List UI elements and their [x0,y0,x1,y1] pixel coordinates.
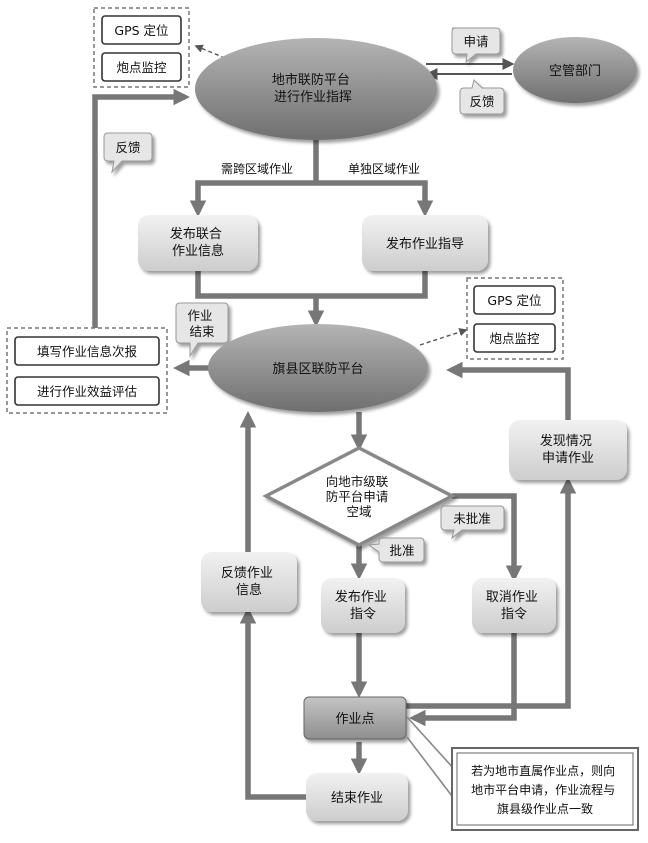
gun-mid-box[interactable] [473,323,556,353]
banner-platform-node[interactable] [208,324,428,412]
gun-top-label: 炮点监控 [116,60,167,75]
arrow-to-work-guide [316,180,434,217]
cancel-command-line-2: 指令 [501,607,527,622]
decision-line-2: 防平台申请 [326,489,389,504]
issue-command-label: 发布作业 指令 [335,589,391,622]
note-connector [406,716,456,801]
work-end-callout [175,302,229,358]
apply-label: 申请 [463,34,488,49]
found-apply-line-2: 申请作业 [542,451,594,466]
decision-line-3: 空域 [346,504,371,519]
work-end-label: 作业 结束 [188,308,217,339]
joint-info-label: 发布联合 作业信息 [170,226,226,259]
arrow-cancel-to-work-point [409,632,517,727]
decision-node[interactable] [262,446,456,547]
city-platform-line-2: 进行作业指挥 [274,90,352,105]
gun-top-box[interactable] [101,52,182,82]
work-guide-node[interactable] [362,215,488,271]
feedback-info-node[interactable] [201,552,297,612]
cancel-command-node[interactable] [472,578,556,633]
arrow-to-found-apply [405,477,577,709]
air-control-node[interactable] [513,37,637,103]
cross-region-label: 需跨区域作业 [221,162,293,176]
gps-mid-label: GPS 定位 [487,293,541,308]
feedback-info-line-2: 信息 [236,582,262,598]
report-group [6,327,168,414]
fill-report-label: 填写作业信息次报 [37,344,138,359]
note-line-1: 若为地市直属作业点，则向 [471,763,615,778]
work-guide-label: 发布作业指导 [386,236,464,252]
feedback-air-label: 反馈 [469,94,494,109]
gps-mid-box[interactable] [473,285,556,315]
approve-label: 批准 [389,543,414,558]
arrow-joint-down [195,270,316,299]
not-approve-label: 未批准 [453,511,491,526]
gps-top-label: GPS 定位 [114,23,168,38]
city-platform-label: 地市联防平台 进行作业指挥 [272,72,354,105]
found-apply-line-1: 发现情况 [540,433,592,449]
gun-mid-label: 炮点监控 [489,331,540,346]
air-control-arrows [425,58,515,80]
city-platform-line-1: 地市联防平台 [272,72,350,88]
gps-top-box[interactable] [101,15,182,45]
arrow-end-left [239,607,306,800]
mid-monitor-group [466,277,564,360]
note-text: 若为地市直属作业点，则向 地市平台申请，作业流程与 旗县级作业点一致 [471,763,619,816]
joint-info-line-2: 作业信息 [172,243,224,259]
joint-info-node[interactable] [138,215,258,271]
arrow-not-approve [452,493,523,582]
banner-platform-label: 旗县区联防平台 [272,361,363,377]
benefit-eval-box[interactable] [14,376,160,406]
city-platform-node[interactable] [195,38,437,140]
found-apply-node[interactable] [509,420,627,480]
work-end-line-1: 作业 [188,308,213,323]
feedback-air-callout [459,79,505,115]
joint-info-line-1: 发布联合 [170,226,222,242]
found-apply-label: 发现情况 申请作业 [540,433,596,466]
air-control-label: 空管部门 [549,64,601,79]
arrow-found-to-banner [446,361,571,420]
apply-callout [451,27,501,64]
pointer-mid-monitor [419,328,468,346]
fill-report-box[interactable] [14,336,160,366]
end-work-label: 结束作业 [331,791,383,806]
pointer-top-monitor [194,44,226,59]
feedback-info-label: 反馈作业 信息 [221,566,277,598]
arrow-to-joint-info [189,180,316,217]
work-end-line-2: 结束 [189,324,215,339]
dashed-pointers [194,44,468,346]
connectors [92,88,577,800]
note-line-3: 旗县级作业点一致 [497,801,593,816]
arrow-feedback-loop [92,88,190,328]
benefit-eval-label: 进行作业效益评估 [37,384,137,399]
decision-label: 向地市级联 防平台申请 空域 [326,474,393,519]
feedback-info-line-1: 反馈作业 [221,566,273,581]
not-approve-callout [440,505,505,540]
issue-command-line-1: 发布作业 [335,589,387,605]
end-work-node[interactable] [306,773,408,821]
issue-command-line-2: 指令 [350,607,376,622]
single-region-label: 单独区域作业 [348,162,420,176]
arrow-guide-down [316,270,428,299]
feedback-left-label: 反馈 [115,140,140,155]
work-point-label: 作业点 [335,712,374,727]
work-point-node[interactable] [303,696,407,740]
feedback-left-callout [103,132,153,174]
note-line-2: 地市平台申请，作业流程与 [471,782,615,797]
issue-command-node[interactable] [321,578,405,633]
top-monitor-group [93,7,190,88]
cancel-command-label: 取消作业 指令 [486,590,542,622]
cancel-command-line-1: 取消作业 [486,590,538,605]
approve-callout [367,537,425,563]
note-box-inner [456,752,634,826]
decision-line-1: 向地市级联 [326,474,389,489]
